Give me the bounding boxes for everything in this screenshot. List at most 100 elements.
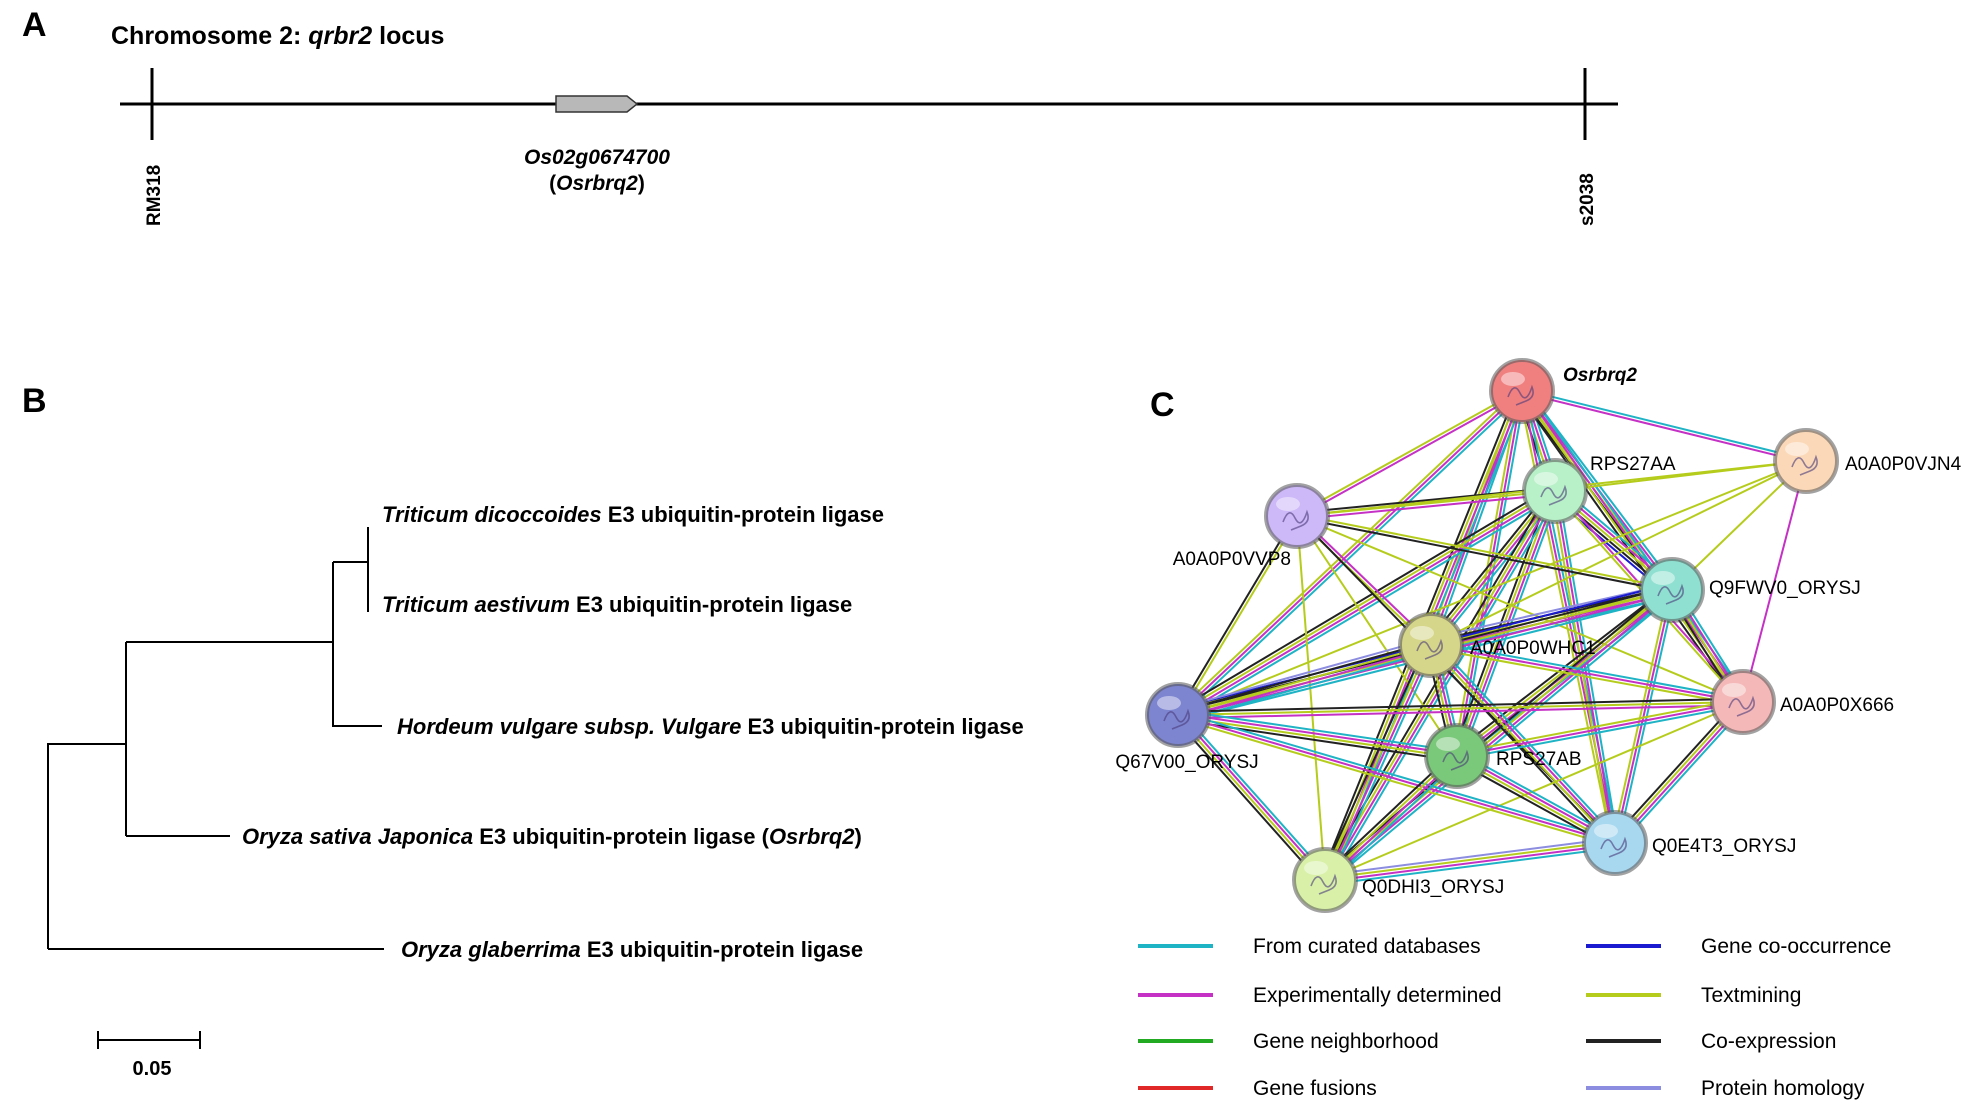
node-circle[interactable] [1145, 682, 1211, 748]
node-circle[interactable] [1264, 483, 1330, 549]
edge-line [1554, 490, 1616, 844]
edge-line [1177, 697, 1743, 713]
edge-line [1177, 644, 1432, 716]
edge-line [1457, 590, 1674, 759]
legend-item: Experimentally determined [1138, 984, 1502, 1007]
node-label: Q67V00_ORYSJ [1115, 752, 1258, 773]
edge-A0A0P0X666-RPS27AB [1456, 697, 1744, 761]
node-highlight [1276, 497, 1300, 511]
node-circle[interactable] [1424, 723, 1490, 789]
edge-line [1457, 704, 1744, 761]
edge-line [1614, 589, 1673, 844]
edge-line [1296, 516, 1672, 593]
node-label: Q0E4T3_ORYSJ [1652, 836, 1796, 857]
edge-A0A0P0VJN4-A0A0P0WHC1 [1430, 460, 1807, 646]
edge-line [1297, 513, 1673, 590]
scale-bar-label: 0.05 [133, 1058, 172, 1080]
edge-line [1456, 701, 1744, 757]
taxon-hordeum-vulgare: Hordeum vulgare subsp. Vulgare E3 ubiqui… [397, 714, 1024, 739]
protein-structure-icon [1416, 638, 1443, 660]
legend-label: Gene co-occurrence [1701, 935, 1891, 958]
edge-A0A0P0WHC1-Q0DHI3_ORYSJ [1319, 642, 1437, 883]
edge-line [1430, 460, 1807, 646]
tree-branch-root [47, 743, 126, 949]
edge-A0A0P0X666-Q0DHI3_ORYSJ [1324, 701, 1744, 881]
edge-A0A0P0VJN4-A0A0P0X666 [1742, 460, 1807, 703]
legend-label: Gene fusions [1253, 1077, 1377, 1100]
edge-line [1178, 516, 1300, 717]
node-A0A0P0WHC1[interactable]: A0A0P0WHC1 [1398, 612, 1596, 678]
node-circle[interactable] [1489, 358, 1555, 424]
edge-line [1324, 840, 1615, 880]
node-Q9FWV0_ORYSJ[interactable]: Q9FWV0_ORYSJ [1639, 557, 1861, 623]
edge-line [1322, 643, 1431, 880]
node-Osrbrq2[interactable]: Osrbrq2 [1489, 358, 1637, 424]
edge-line [1297, 391, 1524, 519]
panel-c-label: C [1150, 386, 1175, 424]
edge-line [1430, 647, 1743, 707]
edge-line [1325, 846, 1616, 886]
edge-line [1178, 709, 1458, 753]
edge-A0A0P0WHC1-A0A0P0X666 [1430, 640, 1744, 707]
legend-item: Co-expression [1586, 1030, 1836, 1053]
edge-Q0E4T3_ORYSJ-Q0DHI3_ORYSJ [1324, 837, 1616, 886]
protein-structure-icon [1657, 583, 1684, 605]
protein-structure-icon [1791, 454, 1818, 476]
node-RPS27AA[interactable]: RPS27AA [1522, 454, 1676, 524]
edge-line [1429, 645, 1615, 845]
edge-line [1321, 585, 1670, 878]
protein-structure-icon [1540, 484, 1567, 506]
node-circle[interactable] [1639, 557, 1705, 623]
edge-line [1433, 493, 1560, 649]
node-Q67V00_ORYSJ[interactable]: Q67V00_ORYSJ [1115, 682, 1259, 773]
marker-label-s2038: s2038 [1577, 173, 1598, 226]
edge-line [1177, 718, 1457, 762]
edge-line [1175, 514, 1297, 715]
gene-alias-label: (Osrbrq2) [549, 172, 645, 195]
edge-line [1176, 488, 1555, 715]
edge-line [1522, 388, 1807, 461]
edge-Osrbrq2-A0A0P0VJN4 [1521, 388, 1807, 464]
edge-A0A0P0VVP8-A0A0P0X666 [1296, 515, 1744, 703]
node-label: A0A0P0WHC1 [1470, 638, 1596, 659]
protein-structure-icon [1310, 873, 1337, 895]
node-circle[interactable] [1582, 810, 1648, 876]
node-A0A0P0VVP8[interactable]: A0A0P0VVP8 [1173, 483, 1330, 570]
legend-item: From curated databases [1138, 935, 1481, 958]
edge-A0A0P0VVP8-RPS27AB [1296, 515, 1458, 757]
node-RPS27AB[interactable]: RPS27AB [1424, 723, 1582, 789]
edge-line [1175, 387, 1521, 714]
protein-structure-icon [1282, 509, 1309, 531]
edge-line [1176, 637, 1430, 710]
node-highlight [1436, 737, 1460, 751]
locus-title: Chromosome 2: qrbr2 locus [111, 22, 444, 50]
edge-Osrbrq2-A0A0P0VVP8 [1295, 388, 1524, 519]
node-label: RPS27AA [1590, 454, 1676, 475]
node-A0A0P0VJN4[interactable]: A0A0P0VJN4 [1773, 428, 1962, 494]
node-label: Osrbrq2 [1563, 365, 1637, 386]
edge-A0A0P0VJN4-Q67V00_ORYSJ [1177, 460, 1807, 716]
node-circle[interactable] [1710, 669, 1776, 735]
edge-line [1173, 717, 1323, 884]
node-label: RPS27AB [1496, 749, 1582, 770]
node-circle[interactable] [1398, 612, 1464, 678]
edge-line [1177, 390, 1523, 716]
legend-item: Gene co-occurrence [1586, 935, 1891, 958]
legend-item: Textmining [1586, 984, 1801, 1007]
node-circle[interactable] [1292, 847, 1358, 913]
edge-line [1295, 388, 1522, 516]
node-highlight [1651, 571, 1675, 585]
node-A0A0P0X666[interactable]: A0A0P0X666 [1710, 669, 1894, 735]
node-highlight [1594, 824, 1618, 838]
node-Q0DHI3_ORYSJ[interactable]: Q0DHI3_ORYSJ [1292, 847, 1504, 913]
node-circle[interactable] [1773, 428, 1839, 494]
node-Q0E4T3_ORYSJ[interactable]: Q0E4T3_ORYSJ [1582, 810, 1796, 876]
edge-line [1178, 712, 1458, 756]
node-label: Q9FWV0_ORYSJ [1709, 578, 1861, 599]
legend-label: Co-expression [1701, 1030, 1836, 1053]
node-label: A0A0P0VVP8 [1173, 549, 1291, 570]
node-circle[interactable] [1522, 458, 1588, 524]
legend-label: Experimentally determined [1253, 984, 1502, 1007]
